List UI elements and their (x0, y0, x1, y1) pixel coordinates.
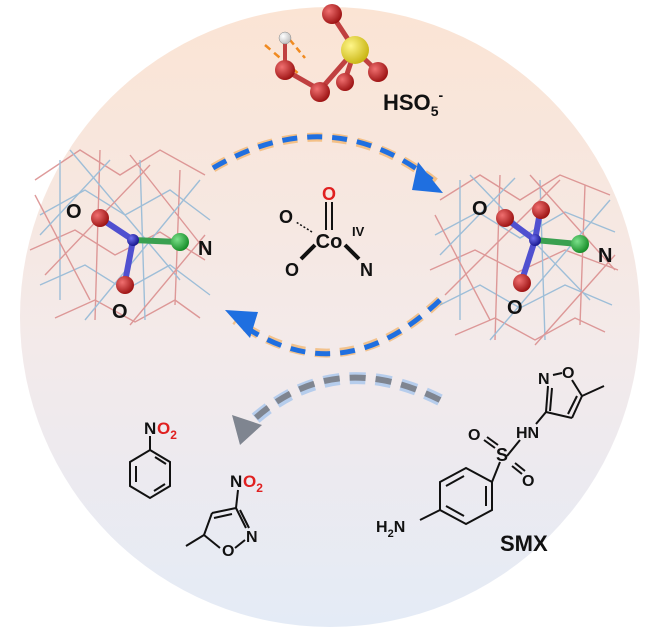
nitroisoxazole-ring-bond (234, 539, 246, 549)
left-active-site (91, 209, 189, 294)
oxygen-atom (513, 274, 531, 292)
background-disc (20, 7, 640, 627)
left-n-label: N (198, 238, 212, 260)
center-metal-label: Co (316, 231, 343, 253)
right-o-top-label: O (472, 198, 488, 220)
cobalt-atom (127, 234, 139, 246)
smx-label: SMX (500, 531, 548, 556)
left-o-top-label: O (66, 201, 82, 223)
left-o-bottom-label: O (112, 301, 128, 323)
bottom-arc-arrow (236, 298, 442, 357)
oxygen-atom (532, 201, 550, 219)
smx-ring-n-label: N (538, 371, 550, 388)
top-arrow-head (412, 162, 443, 193)
center-oxidation-label: IV (352, 224, 365, 239)
smx-structure (419, 379, 605, 526)
sulfur-atom (341, 36, 369, 64)
center-o-lower-label: O (285, 260, 299, 280)
smx-o-bottom-label: O (522, 473, 534, 490)
nitroisoxazole-o2-label: O2 (243, 472, 263, 495)
nitroisoxazole-structure (185, 489, 250, 549)
smx-o-top-label: O (468, 427, 480, 444)
smx-amine-label: H2N (376, 519, 405, 540)
oxygen-atom (91, 209, 109, 227)
center-o-left-label: O (279, 207, 293, 227)
degradation-arrow (245, 374, 442, 428)
oxygen-atom (368, 62, 388, 82)
bottom-arrow-head (225, 310, 258, 338)
center-complex-bonds (295, 202, 361, 261)
nitrobenzene-n-label: N (144, 419, 156, 438)
right-lattice (429, 174, 619, 346)
smx-sulfur-label: S (496, 445, 508, 465)
right-active-site (496, 201, 589, 292)
hydrogen-atom (278, 31, 292, 45)
cobalt-atom (529, 234, 541, 246)
top-arc-arrow (211, 134, 434, 182)
nitrogen-atom (171, 233, 189, 251)
nitrobenzene-structure (129, 436, 171, 500)
oxygen-atom (496, 209, 514, 227)
smx-nh-label: HN (516, 425, 539, 442)
nitroisoxazole-ring-n-label: N (246, 529, 258, 546)
center-o-double-label: O (322, 184, 336, 204)
nitroisoxazole-ring-o-label: O (222, 543, 234, 560)
nitrobenzene-o2-label: O2 (157, 419, 177, 442)
right-o-bottom-label: O (507, 297, 523, 319)
smx-ring-o-label: O (562, 365, 574, 382)
smx-ring-bond (552, 372, 563, 376)
oxygen-atom (275, 60, 295, 80)
degradation-arrow-head (232, 415, 262, 445)
hso5-label: HSO5- (383, 87, 443, 119)
peroxymonosulfate-molecule (264, 4, 388, 102)
oxygen-atom (310, 82, 330, 102)
oxygen-atom (116, 276, 134, 294)
oxygen-atom (336, 73, 354, 91)
center-n-label: N (360, 260, 373, 280)
oxygen-atom (322, 4, 342, 24)
bond-cleavage-mark (289, 39, 306, 59)
nitrogen-atom (571, 235, 589, 253)
right-n-label: N (598, 245, 612, 267)
nitroisoxazole-n-label: N (230, 472, 242, 491)
